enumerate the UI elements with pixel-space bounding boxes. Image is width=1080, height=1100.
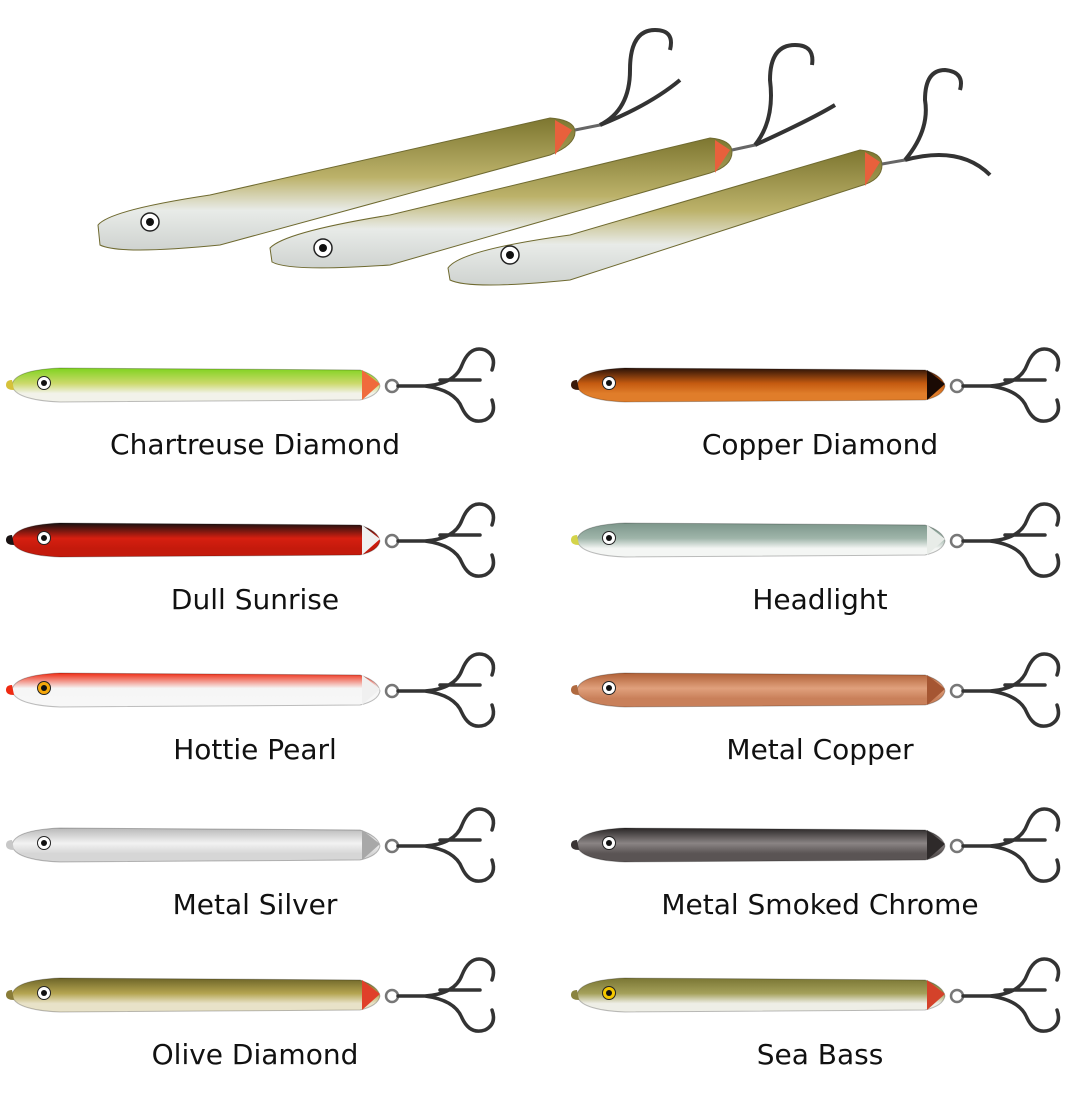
lure-body	[576, 827, 946, 863]
split-ring	[949, 533, 965, 549]
variant-label: Olive Diamond	[151, 1038, 359, 1071]
variant-label: Headlight	[752, 583, 888, 616]
lure-tail	[362, 675, 380, 705]
lure-image-metal-silver	[6, 807, 496, 883]
variant-copper-diamond[interactable]: Copper Diamond	[565, 340, 1075, 490]
lure-nose	[571, 535, 579, 545]
treble-hook	[396, 957, 496, 1033]
split-ring	[949, 378, 965, 394]
variant-metal-silver[interactable]: Metal Silver	[0, 800, 510, 950]
lure-body	[11, 672, 381, 708]
variant-olive-diamond[interactable]: Olive Diamond	[0, 950, 510, 1100]
split-ring	[384, 988, 400, 1004]
lure-image-metal-smoked-chrome	[571, 807, 1061, 883]
lure-body	[11, 522, 381, 558]
lure-body	[576, 367, 946, 403]
split-ring	[949, 683, 965, 699]
split-ring	[384, 683, 400, 699]
lure-body	[11, 977, 381, 1013]
variant-label: Sea Bass	[756, 1038, 884, 1071]
lure-image-metal-copper	[571, 652, 1061, 728]
lure-nose	[6, 685, 14, 695]
variant-sea-bass[interactable]: Sea Bass	[565, 950, 1075, 1100]
lure-body	[576, 977, 946, 1013]
lure-body	[576, 672, 946, 708]
treble-hook	[396, 502, 496, 578]
split-ring	[949, 838, 965, 854]
treble-hook	[961, 652, 1061, 728]
variant-label: Copper Diamond	[701, 428, 939, 461]
lure-body	[11, 367, 381, 403]
lure-nose	[571, 380, 579, 390]
lure-nose	[6, 535, 14, 545]
variant-hottie-pearl[interactable]: Hottie Pearl	[0, 645, 510, 795]
lure-tail	[927, 980, 945, 1010]
lure-body	[576, 522, 946, 558]
treble-hook	[961, 347, 1061, 423]
split-ring	[949, 988, 965, 1004]
lure-image-copper-diamond	[571, 347, 1061, 423]
variant-label: Metal Copper	[726, 733, 914, 766]
lure-nose	[6, 990, 14, 1000]
variant-label: Hottie Pearl	[173, 733, 337, 766]
lure-tail	[927, 525, 945, 555]
hero-lure-2	[269, 42, 837, 269]
split-ring	[384, 533, 400, 549]
variant-label: Dull Sunrise	[170, 583, 340, 616]
lure-tail	[927, 370, 945, 400]
split-ring	[384, 378, 400, 394]
lure-nose	[571, 685, 579, 695]
lure-image-headlight	[571, 502, 1061, 578]
hero-lures-image	[97, 27, 992, 286]
hero-lure-3	[447, 67, 992, 286]
variant-metal-smoked-chrome[interactable]: Metal Smoked Chrome	[565, 800, 1075, 950]
treble-hook	[961, 502, 1061, 578]
treble-hook	[961, 807, 1061, 883]
variant-headlight[interactable]: Headlight	[565, 495, 1075, 645]
lure-body	[11, 827, 381, 863]
lure-nose	[571, 840, 579, 850]
lure-image-chartreuse-diamond	[6, 347, 496, 423]
lure-tail	[927, 675, 945, 705]
lure-tail	[362, 370, 380, 400]
split-ring	[384, 838, 400, 854]
lure-image-dull-sunrise	[6, 502, 496, 578]
treble-hook	[961, 957, 1061, 1033]
variant-label: Chartreuse Diamond	[110, 428, 400, 461]
lure-image-olive-diamond	[6, 957, 496, 1033]
variant-dull-sunrise[interactable]: Dull Sunrise	[0, 495, 510, 645]
lure-tail	[927, 830, 945, 860]
treble-hook	[396, 652, 496, 728]
lure-image-hottie-pearl	[6, 652, 496, 728]
lure-nose	[6, 380, 14, 390]
lure-nose	[571, 990, 579, 1000]
variant-label: Metal Silver	[172, 888, 338, 921]
hero-lure-1	[97, 27, 682, 251]
lure-tail	[362, 830, 380, 860]
lure-tail	[362, 980, 380, 1010]
lure-nose	[6, 840, 14, 850]
treble-hook	[396, 807, 496, 883]
lure-tail	[362, 525, 380, 555]
variant-label: Metal Smoked Chrome	[661, 888, 979, 921]
treble-hook	[396, 347, 496, 423]
variant-metal-copper[interactable]: Metal Copper	[565, 645, 1075, 795]
variant-chartreuse-diamond[interactable]: Chartreuse Diamond	[0, 340, 510, 490]
lure-image-sea-bass	[571, 957, 1061, 1033]
